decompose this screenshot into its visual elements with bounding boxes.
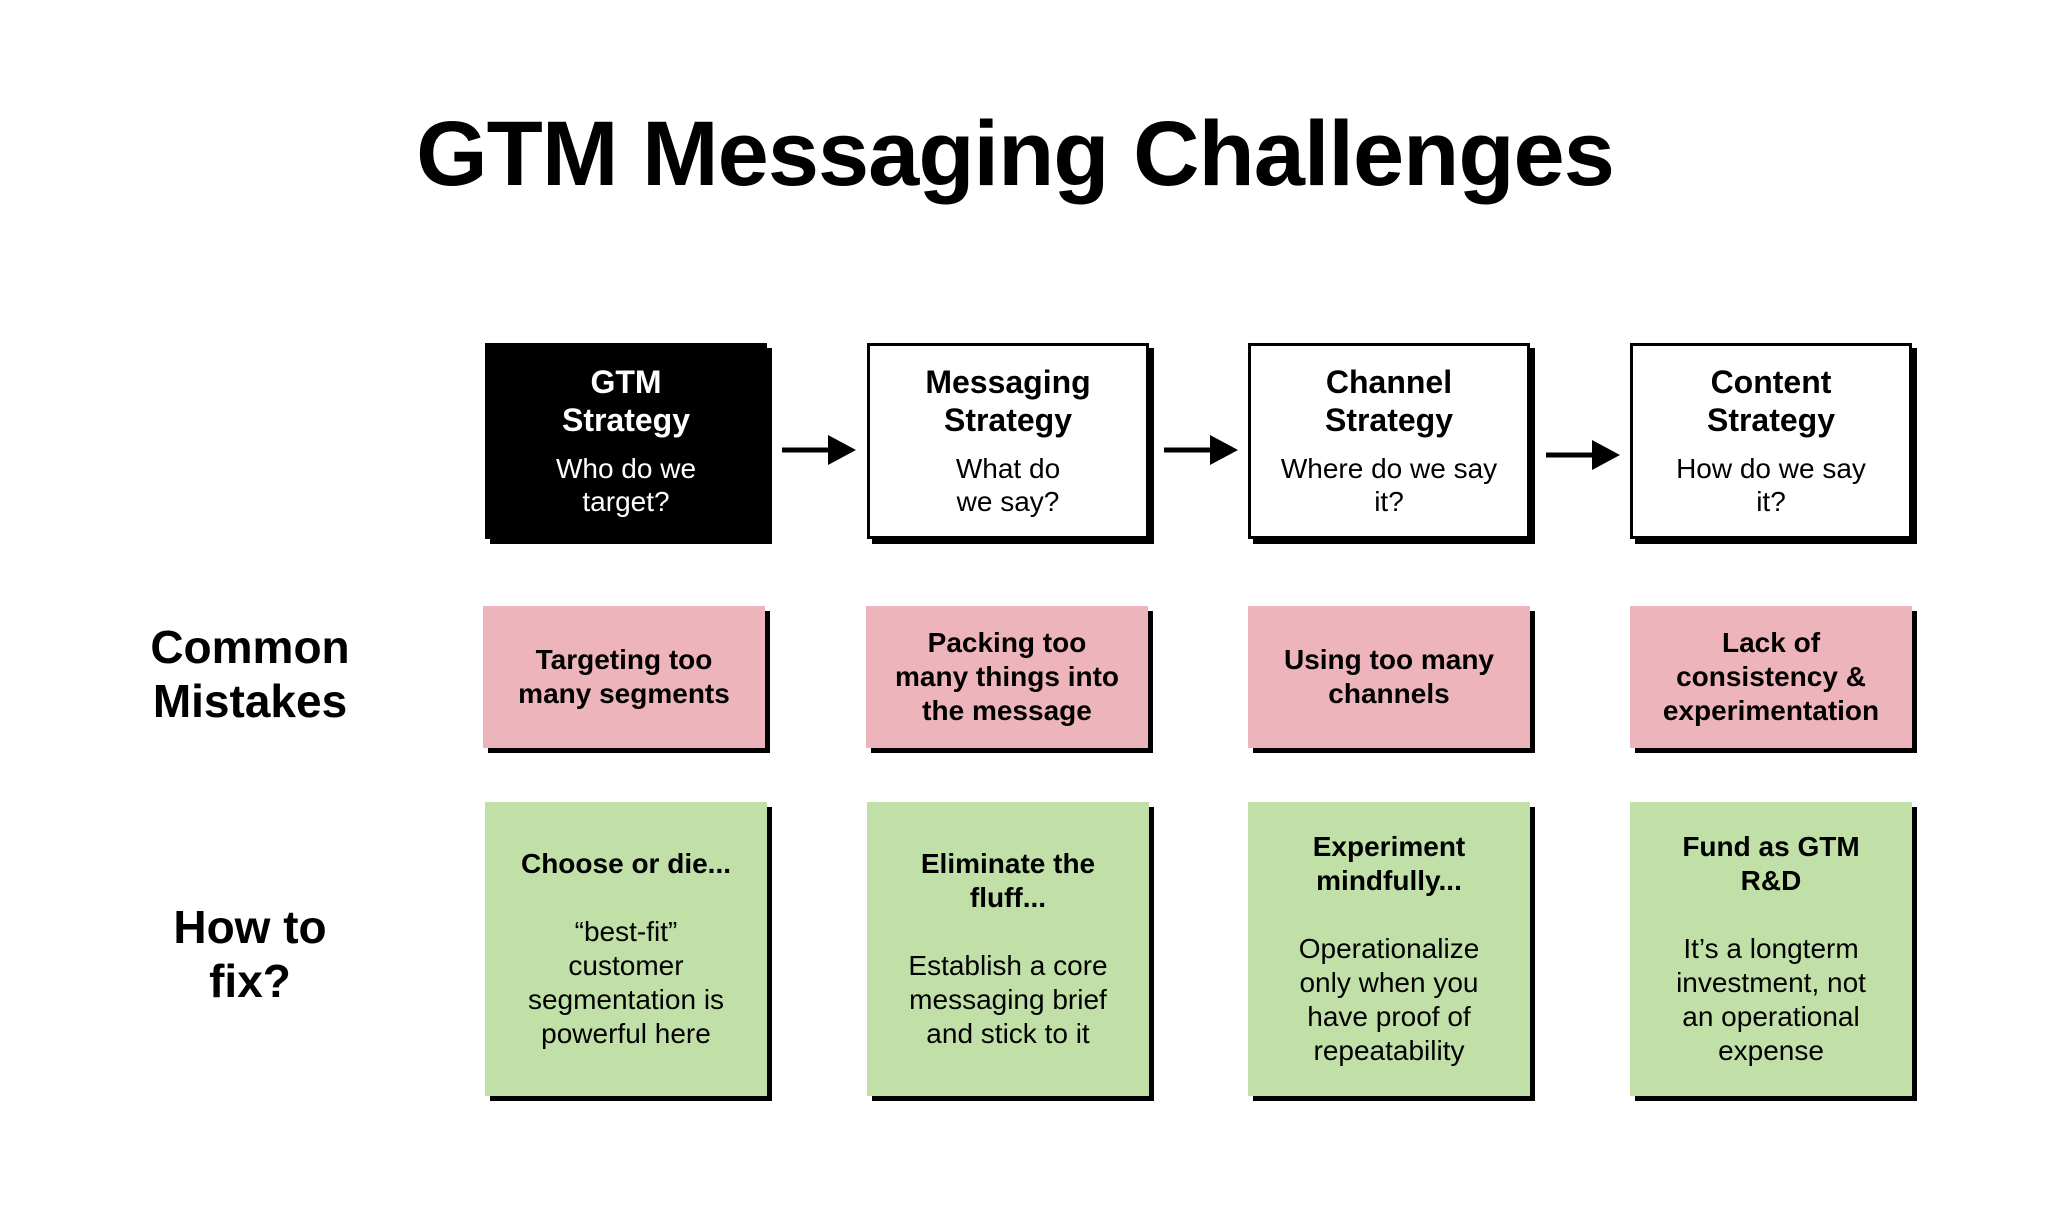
arrow-right-icon — [1164, 435, 1238, 465]
arrow-right-icon — [1546, 440, 1620, 470]
mistake-text: Using too many channels — [1283, 643, 1494, 709]
stage-gtm-strategy: GTM Strategy Who do we target? — [485, 343, 767, 539]
mistake-card: Using too many channels — [1248, 606, 1530, 748]
fix-body: It’s a longterm investment, not an opera… — [1676, 932, 1866, 1067]
stage-title: Messaging Strategy — [925, 364, 1091, 439]
mistake-card: Packing too many things into the message — [866, 606, 1148, 748]
stage-channel-strategy: Channel Strategy Where do we say it? — [1248, 343, 1530, 539]
fix-title: Experiment mindfully... — [1312, 830, 1466, 896]
row-label-how-to-fix: How to fix? — [173, 901, 327, 1008]
fix-card: Fund as GTM R&D It’s a longterm investme… — [1630, 802, 1912, 1096]
stage-title: GTM Strategy — [561, 364, 691, 439]
mistake-card: Targeting too many segments — [483, 606, 765, 748]
fix-title: Eliminate the fluff... — [920, 847, 1096, 913]
fix-card: Experiment mindfully... Operationalize o… — [1248, 802, 1530, 1096]
stage-messaging-strategy: Messaging Strategy What do we say? — [867, 343, 1149, 539]
fix-card: Choose or die... “best-fit” customer seg… — [485, 802, 767, 1096]
fix-body: Establish a core messaging brief and sti… — [908, 949, 1108, 1050]
fix-title: Fund as GTM R&D — [1682, 830, 1860, 896]
fix-body: Operationalize only when you have proof … — [1298, 932, 1480, 1067]
fix-title: Choose or die... — [520, 847, 732, 879]
stage-subtitle: Where do we say it? — [1280, 452, 1498, 518]
stage-subtitle: Who do we target? — [555, 452, 697, 518]
row-label-common-mistakes: Common Mistakes — [150, 621, 350, 728]
fix-body: “best-fit” customer segmentation is powe… — [527, 915, 725, 1050]
mistake-card: Lack of consistency & experimentation — [1630, 606, 1912, 748]
stage-title: Content Strategy — [1706, 364, 1836, 439]
arrow-right-icon — [782, 435, 856, 465]
stage-subtitle: How do we say it? — [1676, 452, 1866, 518]
stage-subtitle: What do we say? — [955, 452, 1061, 518]
stage-title: Channel Strategy — [1324, 364, 1454, 439]
mistake-text: Lack of consistency & experimentation — [1662, 626, 1880, 727]
page-title: GTM Messaging Challenges — [416, 103, 1615, 205]
fix-card: Eliminate the fluff... Establish a core … — [867, 802, 1149, 1096]
mistake-text: Packing too many things into the message — [895, 626, 1119, 727]
stage-content-strategy: Content Strategy How do we say it? — [1630, 343, 1912, 539]
mistake-text: Targeting too many segments — [518, 643, 730, 709]
